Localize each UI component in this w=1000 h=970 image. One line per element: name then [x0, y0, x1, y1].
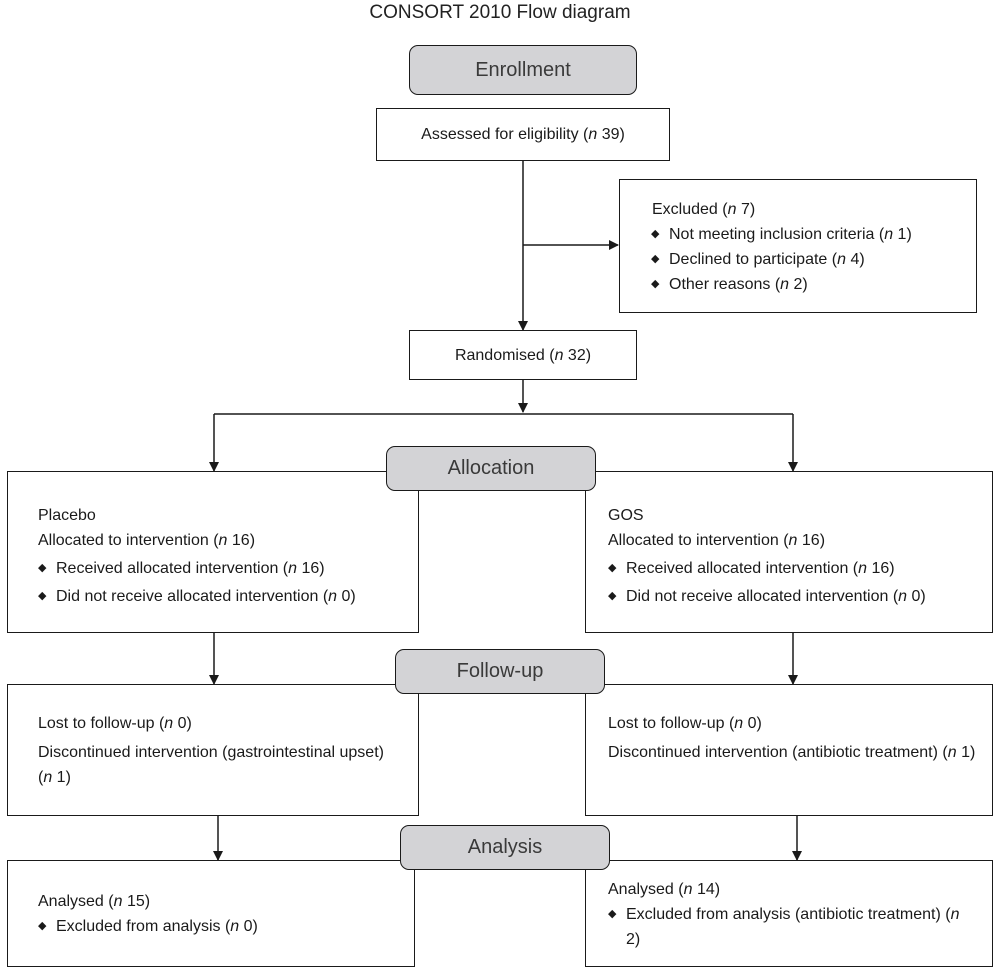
excluded-analysis-item: ◆Excluded from analysis (n 0) [38, 914, 404, 939]
bullet-diamond-icon: ◆ [608, 908, 617, 920]
gos-followup-box: Lost to follow-up (n 0) Discontinued int… [585, 684, 993, 816]
bullet-diamond-icon: ◆ [38, 920, 47, 932]
arm-name: GOS [608, 507, 644, 524]
bullet-diamond-icon: ◆ [651, 278, 660, 290]
received-item: ◆Received allocated intervention (n 16) [38, 556, 418, 581]
bullet-diamond-icon: ◆ [608, 562, 617, 574]
excluded-box: Excluded (n 7) ◆Not meeting inclusion cr… [619, 179, 977, 313]
stage-followup: Follow-up [395, 649, 605, 694]
stage-analysis: Analysis [400, 825, 610, 870]
stage-enrollment: Enrollment [409, 45, 637, 95]
bullet-diamond-icon: ◆ [608, 590, 617, 602]
gos-analysis-box: Analysed (n 14) ◆Excluded from analysis … [585, 860, 993, 967]
stage-allocation: Allocation [386, 446, 596, 491]
discontinued-text: Discontinued intervention (antibiotic tr… [608, 744, 976, 761]
not-received-item: ◆Did not receive allocated intervention … [38, 584, 418, 609]
lost-text: Lost to follow-up (n 0) [608, 715, 762, 732]
excluded-item: ◆Not meeting inclusion criteria (n 1) [651, 222, 976, 247]
analysed-text: Analysed (n 15) [38, 893, 151, 910]
diagram-title: CONSORT 2010 Flow diagram [369, 2, 631, 23]
excluded-analysis-item: ◆Excluded from analysis (antibiotic trea… [608, 902, 978, 952]
assessed-box: Assessed for eligibility (n 39) [376, 108, 670, 161]
bullet-diamond-icon: ◆ [651, 228, 660, 240]
allocated-text: Allocated to intervention (n 16) [38, 532, 256, 549]
not-received-item: ◆Did not receive allocated intervention … [608, 584, 992, 609]
excluded-item: ◆Other reasons (n 2) [651, 272, 976, 297]
placebo-analysis-box: Analysed (n 15) ◆Excluded from analysis … [7, 860, 415, 967]
bullet-diamond-icon: ◆ [38, 590, 47, 602]
gos-allocation-box: GOS Allocated to intervention (n 16) ◆Re… [585, 471, 993, 633]
excluded-item: ◆Declined to participate (n 4) [651, 247, 976, 272]
received-item: ◆Received allocated intervention (n 16) [608, 556, 992, 581]
arm-name: Placebo [38, 507, 96, 524]
bullet-diamond-icon: ◆ [651, 253, 660, 265]
randomised-box: Randomised (n 32) [409, 330, 637, 380]
discontinued-text: Discontinued intervention (gastrointesti… [38, 744, 384, 786]
analysed-text: Analysed (n 14) [608, 881, 721, 898]
placebo-allocation-box: Placebo Allocated to intervention (n 16)… [7, 471, 419, 633]
allocated-text: Allocated to intervention (n 16) [608, 532, 826, 549]
lost-text: Lost to follow-up (n 0) [38, 715, 192, 732]
randomised-text: Randomised (n 32) [454, 346, 592, 364]
bullet-diamond-icon: ◆ [38, 562, 47, 574]
assessed-text: Assessed for eligibility (n 39) [421, 126, 625, 143]
excluded-heading: Excluded (n 7) [652, 201, 756, 218]
placebo-followup-box: Lost to follow-up (n 0) Discontinued int… [7, 684, 419, 816]
